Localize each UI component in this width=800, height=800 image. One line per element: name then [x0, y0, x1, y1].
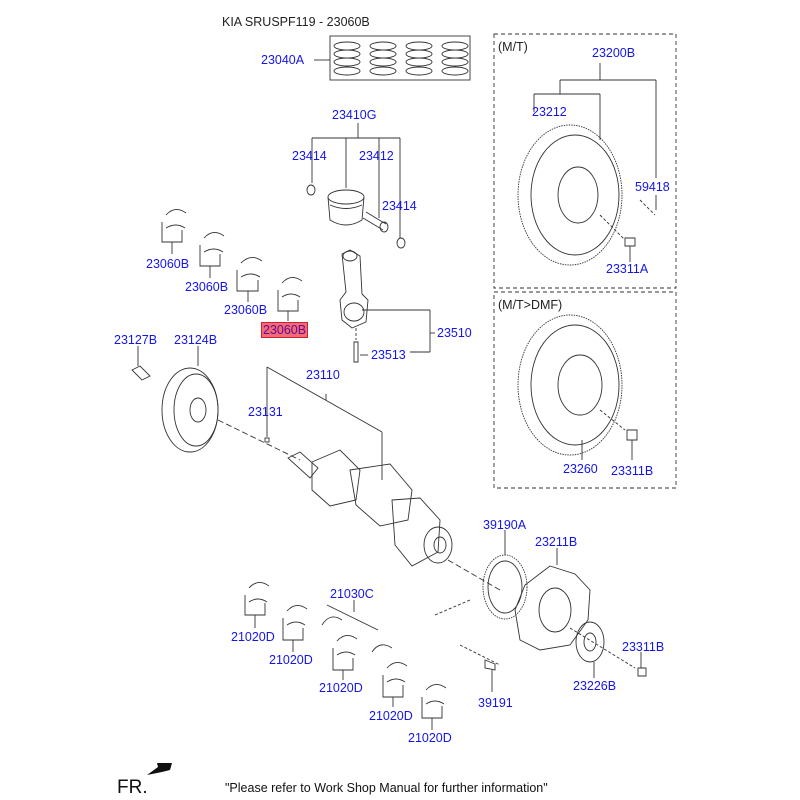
mt-section-box [493, 33, 677, 289]
part-label-23412[interactable]: 23412 [359, 149, 394, 163]
dual-mass-flywheel-icon [517, 314, 623, 456]
main-bearing-icon [244, 582, 447, 730]
diagram-title: KIA SRUSPF119 - 23060B [222, 15, 370, 29]
front-direction-label: FR. [117, 777, 148, 798]
drive-plate-bolt-icon [637, 667, 647, 677]
ring-gear-bolt-icon [484, 659, 496, 671]
drive-plate-icon [514, 565, 591, 651]
part-label-23311a[interactable]: 23311A [606, 262, 649, 276]
part-label-23414[interactable]: 23414 [292, 149, 327, 163]
part-label-23513[interactable]: 23513 [371, 348, 406, 362]
rod-bolt-icon [353, 341, 359, 363]
front-direction-arrow-icon [147, 763, 172, 775]
thrust-washer-icon [371, 644, 393, 653]
part-label-21030c[interactable]: 21030C [330, 587, 374, 601]
part-label-23414[interactable]: 23414 [382, 199, 417, 213]
part-label-21020d[interactable]: 21020D [408, 731, 452, 745]
part-label-23510[interactable]: 23510 [437, 326, 472, 340]
part-label-23226b[interactable]: 23226B [573, 679, 617, 693]
part-label-23211b[interactable]: 23211B [535, 535, 578, 549]
adapter-plate-icon [575, 621, 605, 663]
dmf-bolt-icon [626, 429, 638, 441]
part-label-23040a[interactable]: 23040A [261, 53, 305, 67]
part-label-23060b[interactable]: 23060B [185, 280, 229, 294]
part-label-23060b[interactable]: 23060B [224, 303, 268, 317]
part-label-39190a[interactable]: 39190A [483, 518, 527, 532]
part-label-21020d[interactable]: 21020D [369, 709, 413, 723]
section-label-mt-dmf: (M/T>DMF) [498, 298, 563, 312]
piston-ring-icon [333, 41, 469, 76]
connecting-rod-icon [339, 249, 369, 329]
thrust-washer-icon [321, 616, 343, 626]
part-label-23311b[interactable]: 23311B [611, 464, 654, 478]
part-label-59418[interactable]: 59418 [635, 180, 670, 194]
part-label-21020d[interactable]: 21020D [319, 681, 363, 695]
flywheel-bolt-icon [624, 237, 636, 247]
key-icon [264, 437, 270, 443]
part-label-23212[interactable]: 23212 [532, 105, 567, 119]
workshop-manual-note: "Please refer to Work Shop Manual for fu… [225, 781, 548, 795]
part-label-23127b[interactable]: 23127B [114, 333, 158, 347]
part-label-23311b[interactable]: 23311B [622, 640, 665, 654]
part-label-23060b-highlighted[interactable]: 23060B [260, 322, 309, 338]
part-label-23060b[interactable]: 23060B [146, 257, 190, 271]
snap-ring-icon [306, 184, 316, 196]
crankshaft-icon [287, 449, 453, 567]
part-label-23110[interactable]: 23110 [306, 368, 340, 382]
part-label-21020d[interactable]: 21020D [269, 653, 313, 667]
part-label-23200b[interactable]: 23200B [592, 46, 636, 60]
flywheel-icon [517, 124, 623, 266]
piston-ring-set-box [329, 35, 471, 81]
part-label-39191[interactable]: 39191 [478, 696, 513, 710]
part-label-23131[interactable]: 23131 [248, 405, 283, 419]
piston-icon [327, 189, 365, 205]
bearing-shell-icon [161, 209, 303, 321]
part-label-23260[interactable]: 23260 [563, 462, 598, 476]
mt-dmf-section-box [493, 291, 677, 489]
section-label-mt: (M/T) [498, 40, 528, 54]
part-label-23410g[interactable]: 23410G [332, 108, 377, 122]
pulley-bolt-icon [131, 365, 151, 381]
snap-ring-icon [396, 237, 406, 249]
part-label-23124b[interactable]: 23124B [174, 333, 218, 347]
ring-gear-icon [482, 554, 528, 620]
part-label-21020d[interactable]: 21020D [231, 630, 275, 644]
